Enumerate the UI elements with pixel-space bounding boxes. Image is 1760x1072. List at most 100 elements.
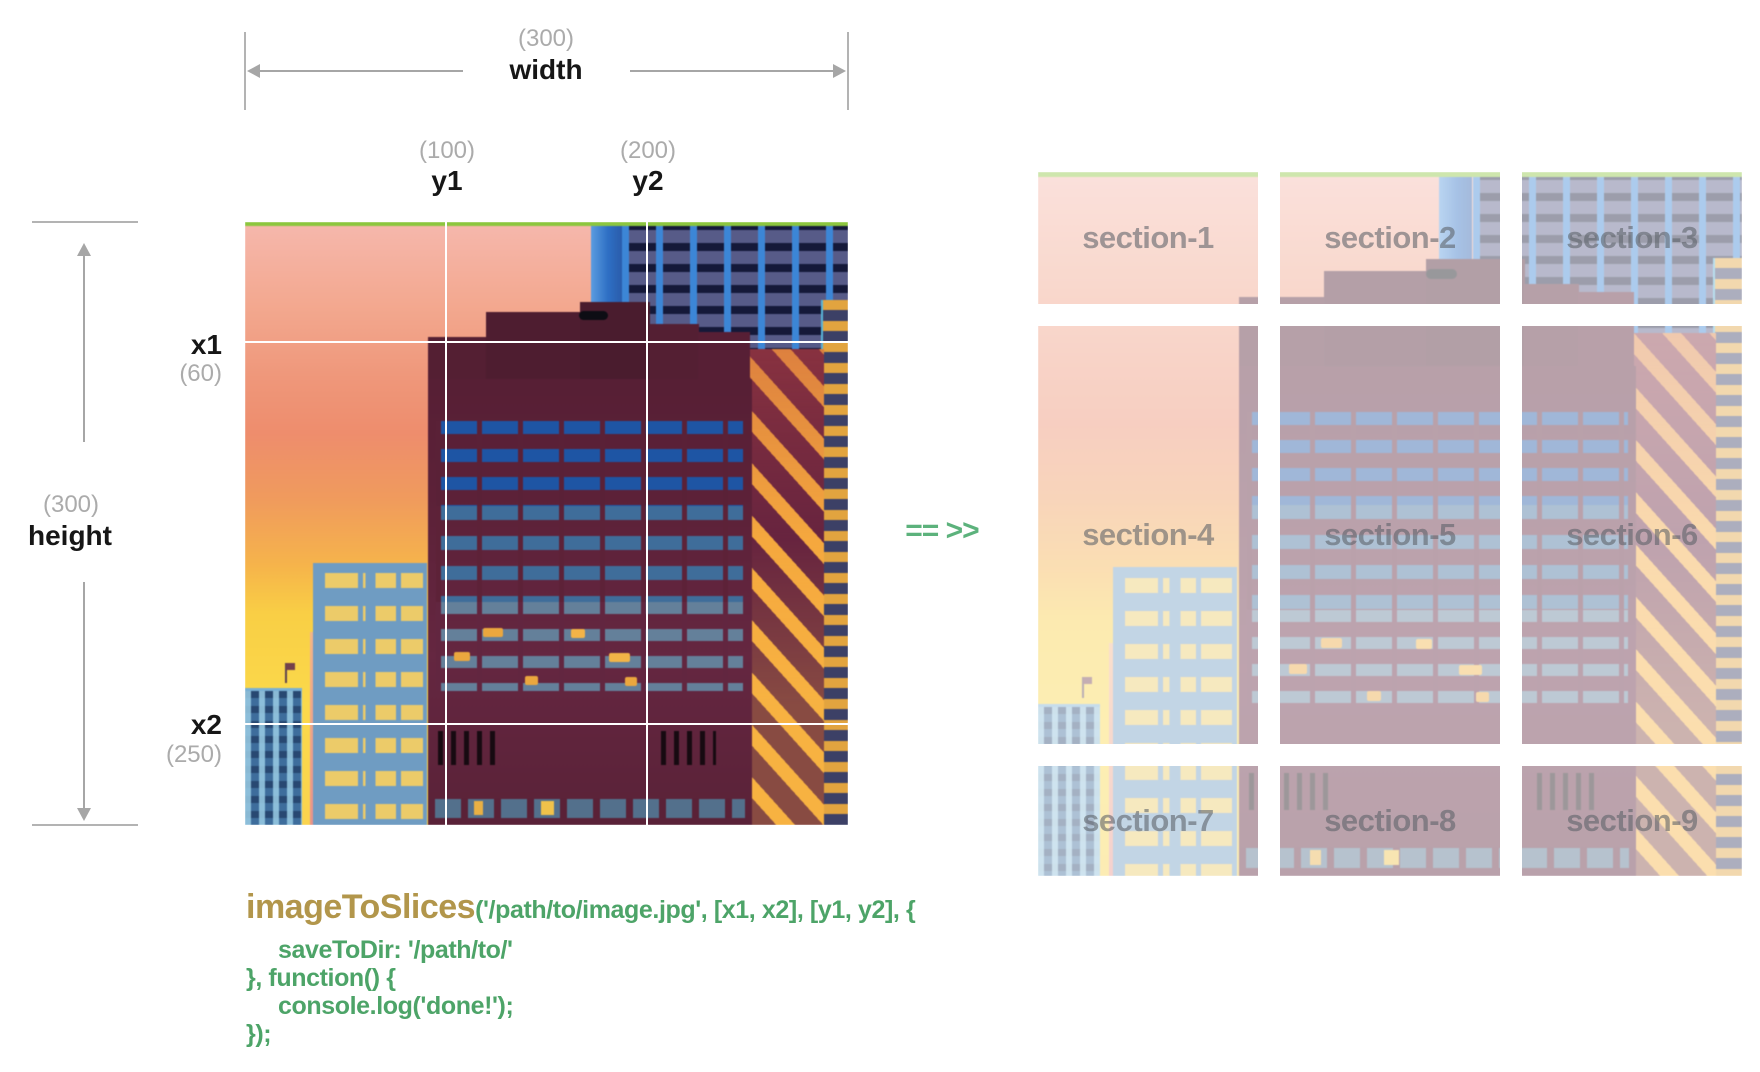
corner-building: [747, 348, 824, 825]
cityscape-image: [1280, 326, 1500, 744]
main-tower: [1280, 365, 1500, 744]
yellow-lit-windows: [1120, 766, 1233, 876]
tower-roof-right: [1524, 283, 1579, 304]
striped-navy-building: [1522, 326, 1742, 392]
section-tile: section-8: [1280, 766, 1500, 876]
section-label: section-2: [1324, 220, 1456, 255]
section-tile: section-1: [1038, 172, 1258, 304]
vent-grille: [1249, 773, 1258, 811]
tower-roof-far-right: [1578, 292, 1635, 304]
cityscape-image: [1038, 172, 1258, 304]
main-tower: [1238, 766, 1258, 876]
section-crop: [1280, 326, 1500, 744]
transform-arrow-symbol: == >>: [905, 514, 979, 547]
lit-window: [1366, 690, 1381, 701]
image-top-border: [1280, 172, 1500, 177]
tower-roof-mid: [1324, 326, 1427, 373]
vent-grille: [1280, 773, 1335, 811]
diagonal-lit-windows: [1632, 766, 1716, 876]
code-line-callback-body: console.log('done!');: [278, 992, 514, 1020]
tower-base-windows: [1280, 847, 1500, 869]
blue-office-building: [313, 562, 428, 825]
tower-windows-middle: [436, 505, 744, 602]
tower-windows-upper: [1247, 411, 1258, 505]
source-image: [245, 222, 848, 825]
section-label: section-4: [1082, 517, 1214, 552]
height-value-label: (300): [42, 491, 100, 518]
tower-windows-lower: [1522, 609, 1628, 708]
sections-grid: section-1: [1038, 172, 1742, 876]
tower-windows-middle: [1280, 504, 1500, 610]
tower-roof-upper: [1426, 259, 1500, 304]
cityscape-image: [1038, 326, 1258, 744]
rooftop-sign: [1425, 269, 1458, 279]
corner-building-side-windows: [1712, 257, 1742, 304]
section-tile: section-3: [1522, 172, 1742, 304]
sunset-sky: [1038, 766, 1258, 876]
section-label: section-5: [1324, 517, 1456, 552]
height-arrow-line-bottom: [83, 582, 85, 810]
tower-roof-left: [1238, 297, 1258, 304]
code-line-option: saveToDir: '/path/to/': [278, 936, 513, 964]
y2-label: y2: [632, 165, 664, 196]
lit-window: [1320, 638, 1342, 648]
vent-grille: [437, 731, 497, 765]
lit-window: [1458, 665, 1482, 676]
main-tower: [1280, 766, 1500, 876]
section-tile: section-2: [1280, 172, 1500, 304]
cityscape-image: [1280, 172, 1500, 304]
cityscape-image: [245, 222, 848, 825]
sunset-sky: [1522, 766, 1742, 876]
lit-window: [1288, 664, 1307, 675]
tower-windows-lower: [1280, 609, 1500, 708]
blue-pillar-building: [1438, 172, 1473, 268]
teal-building: [1038, 766, 1101, 876]
height-tick-bottom: [32, 824, 138, 826]
height-arrow-line-top: [83, 254, 85, 442]
width-tick-left: [244, 32, 246, 110]
y1-value-label: (100): [418, 137, 476, 164]
lit-window: [541, 800, 555, 816]
yellow-lit-windows: [1120, 578, 1233, 744]
diagonal-lit-windows: [1632, 332, 1716, 744]
width-label: width: [509, 54, 583, 85]
corner-building-side-windows: [821, 300, 848, 825]
section-tile: section-9: [1522, 766, 1742, 876]
striped-navy-building: [1472, 326, 1500, 392]
height-arrowhead-down-icon: [77, 808, 91, 821]
flag-pole: [1082, 677, 1093, 699]
tower-roof-left: [1238, 326, 1258, 373]
x1-value-label: (60): [179, 360, 222, 387]
slice-line-x2: [245, 723, 848, 725]
tower-roof-upper: [1522, 259, 1525, 304]
tower-windows-middle: [1247, 504, 1258, 610]
blue-pillar-building: [591, 222, 622, 310]
slice-line-y1: [445, 222, 447, 825]
tower-windows-lower: [1247, 609, 1258, 708]
x2-label: x2: [190, 709, 222, 740]
tower-base-windows: [434, 799, 746, 818]
tower-windows-upper: [1280, 411, 1500, 505]
diagonal-lit-windows: [747, 348, 824, 825]
section-tile: section-4: [1038, 326, 1258, 744]
section-label: section-3: [1566, 220, 1698, 255]
width-arrow-line-right: [630, 70, 833, 72]
rooftop-sign: [579, 310, 608, 320]
section-tile: section-6: [1522, 326, 1742, 744]
sunset-sky: [1038, 172, 1258, 304]
image-top-border: [1038, 172, 1258, 177]
section-crop: [1280, 766, 1500, 876]
teal-building: [1038, 703, 1101, 744]
section-label: section-6: [1566, 517, 1698, 552]
x1-label: x1: [190, 329, 222, 360]
width-arrowhead-right-icon: [833, 64, 846, 78]
height-tick-top: [32, 221, 138, 223]
lit-window: [473, 800, 484, 816]
sunset-sky: [1038, 326, 1258, 744]
slice-line-y2: [646, 222, 648, 825]
tower-windows-upper: [1522, 411, 1628, 505]
section-label: section-1: [1082, 220, 1214, 255]
blue-office-building: [1112, 766, 1238, 876]
lit-window: [483, 627, 503, 637]
corner-building: [1632, 332, 1716, 744]
